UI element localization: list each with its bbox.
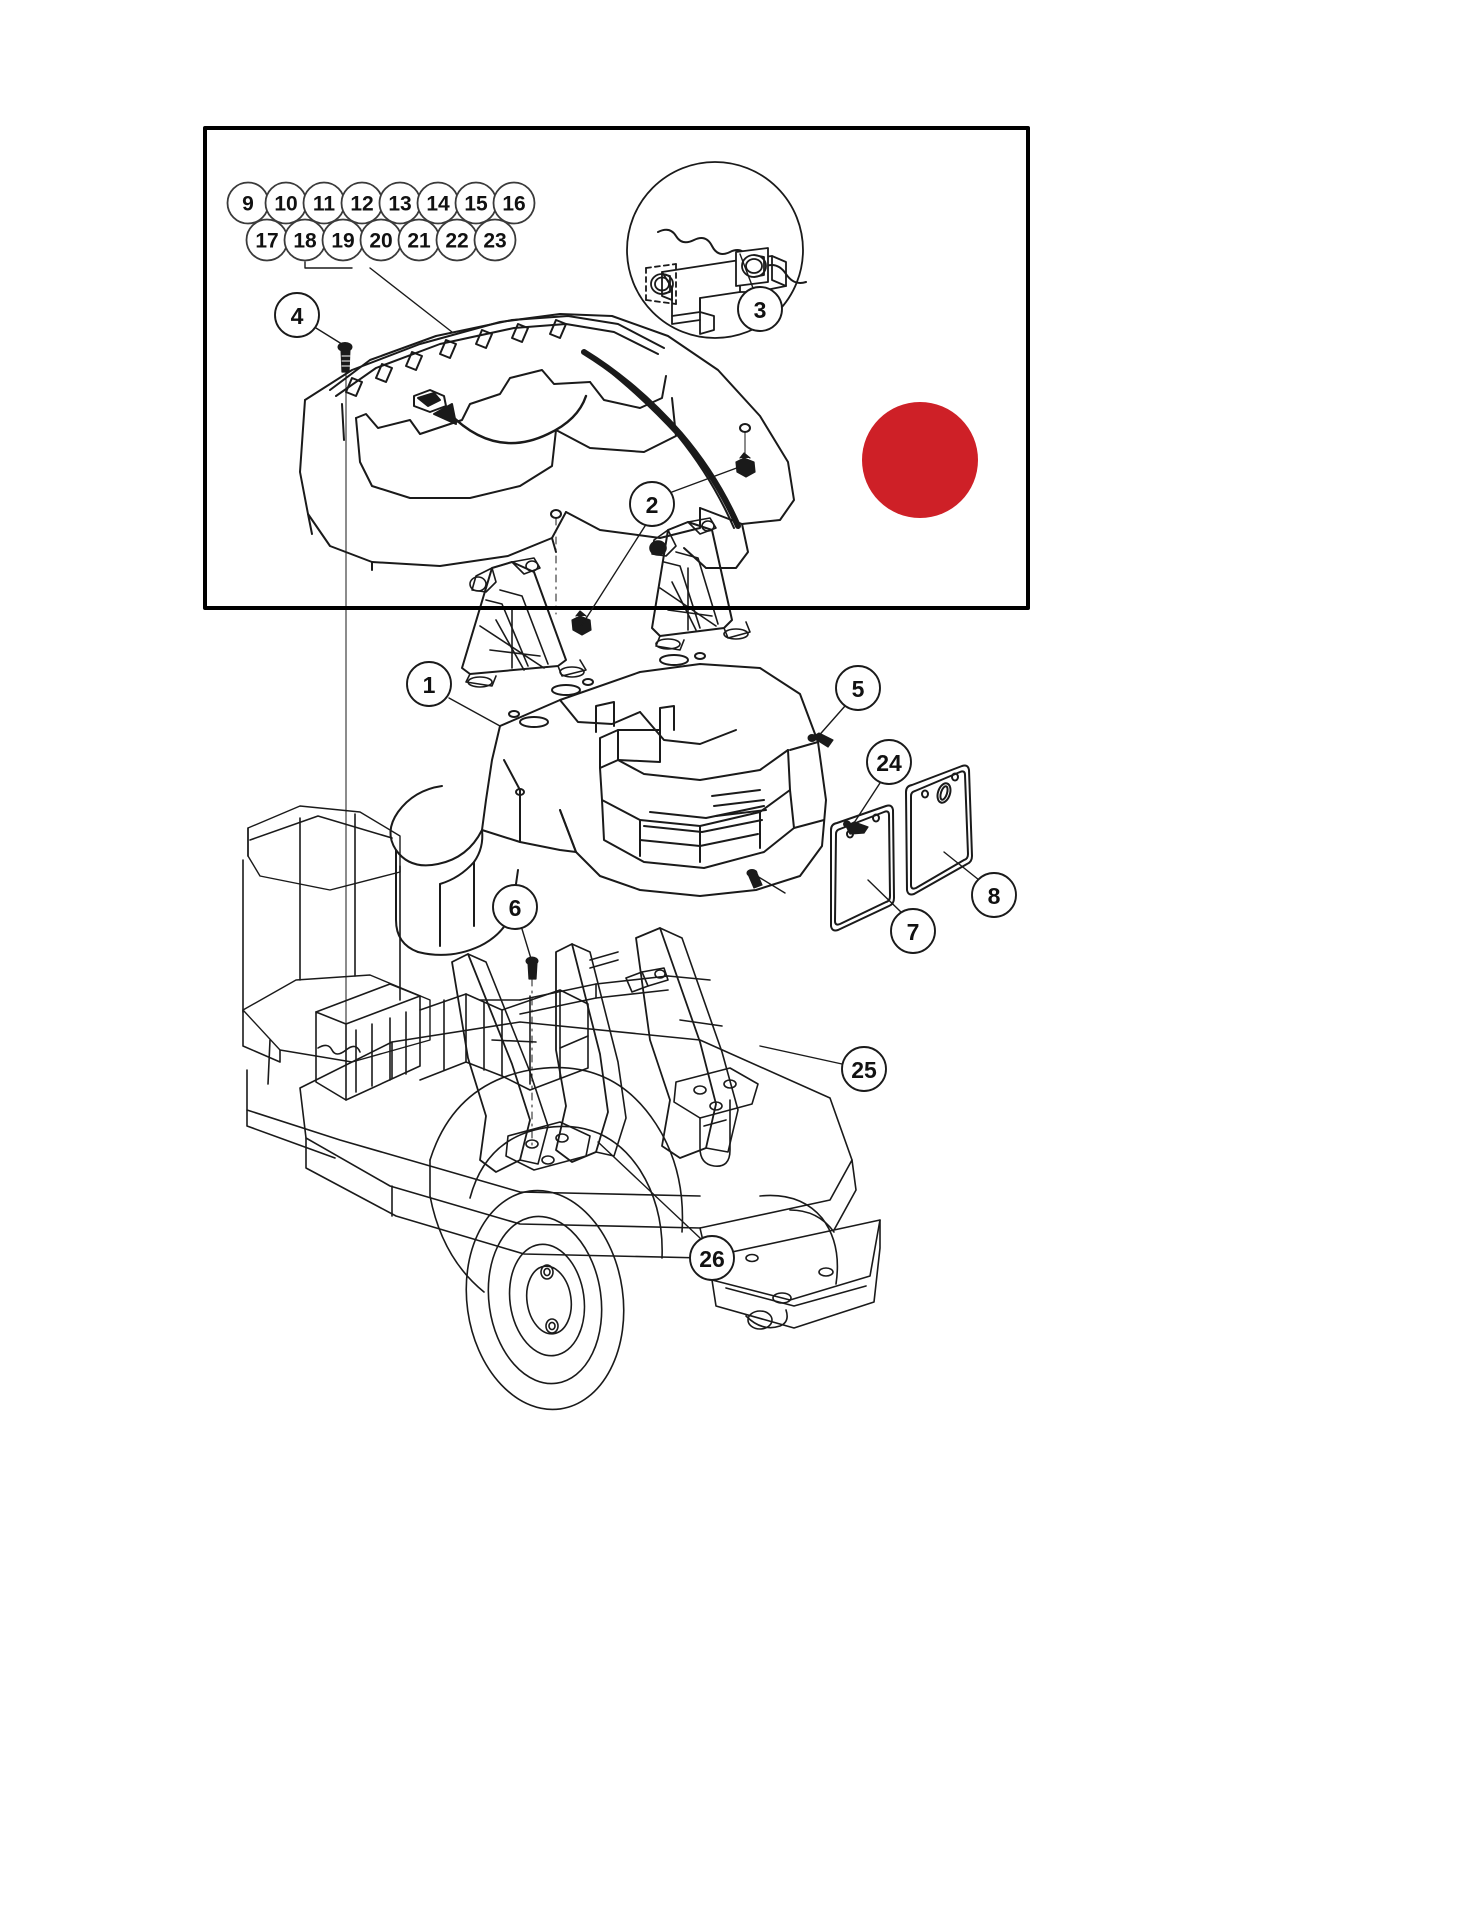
main-body-cowl-item1	[389, 652, 827, 956]
callout-2: 2	[629, 481, 675, 527]
inset-panel-border	[203, 126, 1030, 610]
chip-item-16: 16	[492, 181, 536, 225]
fastener-item-4	[337, 342, 353, 1051]
callout-label: 26	[699, 1246, 725, 1272]
access-panel-8	[905, 764, 973, 896]
chip-row-1: 9 10 11 12 13 14 15 16	[226, 181, 536, 225]
chip-label: 20	[369, 230, 392, 253]
chip-item-13: 13	[378, 181, 422, 225]
callout-5: 5	[835, 665, 881, 711]
leader-line-1	[448, 697, 501, 727]
chip-label: 22	[445, 230, 468, 253]
chip-item-9: 9	[226, 181, 270, 225]
callout-bubbles: 1 2 3 4 5 6 7 8 24 25 26	[274, 286, 1017, 1281]
leader-line-2b	[579, 525, 646, 629]
leader-line-4	[315, 327, 346, 347]
leader-line-6	[521, 928, 533, 963]
callout-leader-lines	[315, 253, 980, 1239]
chip-item-21: 21	[397, 218, 441, 262]
chip-row-2: 17 18 19 20 21 22 23	[245, 218, 517, 262]
chip-label: 10	[274, 193, 297, 216]
chip-item-19: 19	[321, 218, 365, 262]
callout-26: 26	[689, 1235, 735, 1281]
callout-7: 7	[890, 908, 936, 954]
chip-label: 23	[483, 230, 506, 253]
callout-label: 24	[876, 750, 902, 776]
leader-line-5b	[756, 875, 786, 894]
chip-item-12: 12	[340, 181, 384, 225]
chip-item-11: 11	[302, 181, 346, 225]
chip-item-20: 20	[359, 218, 403, 262]
chip-label: 19	[331, 230, 354, 253]
callout-8: 8	[971, 872, 1017, 918]
access-panel-7	[830, 804, 895, 932]
fastener-item-5-lower	[746, 869, 763, 889]
chip-item-14: 14	[416, 181, 460, 225]
leader-line-25	[759, 1045, 843, 1065]
chip-label: 15	[464, 193, 488, 216]
chassis-assembly	[242, 805, 881, 1411]
callout-label: 2	[646, 492, 659, 518]
chip-label: 9	[242, 193, 254, 216]
callout-25: 25	[841, 1046, 887, 1092]
chip-item-17: 17	[245, 218, 289, 262]
fastener-item-24	[843, 820, 869, 835]
callout-label: 1	[423, 672, 436, 698]
leader-line-5	[814, 705, 846, 741]
hood-cowl-assembly	[299, 313, 795, 571]
chip-item-23: 23	[473, 218, 517, 262]
chip-label: 11	[313, 193, 336, 216]
chip-label: 17	[255, 230, 278, 253]
callout-6: 6	[492, 884, 538, 930]
chip-label: 12	[350, 193, 373, 216]
leader-line-24	[851, 782, 881, 827]
chip-label: 13	[388, 193, 411, 216]
chip-cluster-leader	[304, 261, 453, 333]
callout-3: 3	[737, 286, 783, 332]
chip-label: 18	[293, 230, 317, 253]
chip-label: 16	[502, 193, 525, 216]
seat-hinge-brackets	[461, 557, 587, 688]
chip-item-10: 10	[264, 181, 308, 225]
callout-label: 25	[851, 1057, 877, 1083]
leader-line-2	[671, 465, 743, 493]
callout-label: 6	[509, 895, 522, 921]
chip-label: 14	[426, 193, 450, 216]
red-circle-marker	[862, 402, 978, 518]
chip-label: 21	[407, 230, 431, 253]
leader-line-26	[597, 1141, 701, 1239]
callout-4: 4	[274, 292, 320, 338]
chip-item-18: 18	[283, 218, 327, 262]
chip-item-22: 22	[435, 218, 479, 262]
callout-label: 5	[852, 676, 865, 702]
callout-label: 3	[754, 297, 767, 323]
leader-line-3	[739, 253, 754, 289]
chip-item-15: 15	[454, 181, 498, 225]
leader-line-7	[867, 879, 903, 914]
leader-line-8	[943, 851, 980, 881]
callout-label: 4	[291, 303, 304, 329]
callout-label: 8	[988, 883, 1001, 909]
callout-label: 7	[907, 919, 920, 945]
callout-24: 24	[866, 739, 912, 785]
callout-1: 1	[406, 661, 452, 707]
